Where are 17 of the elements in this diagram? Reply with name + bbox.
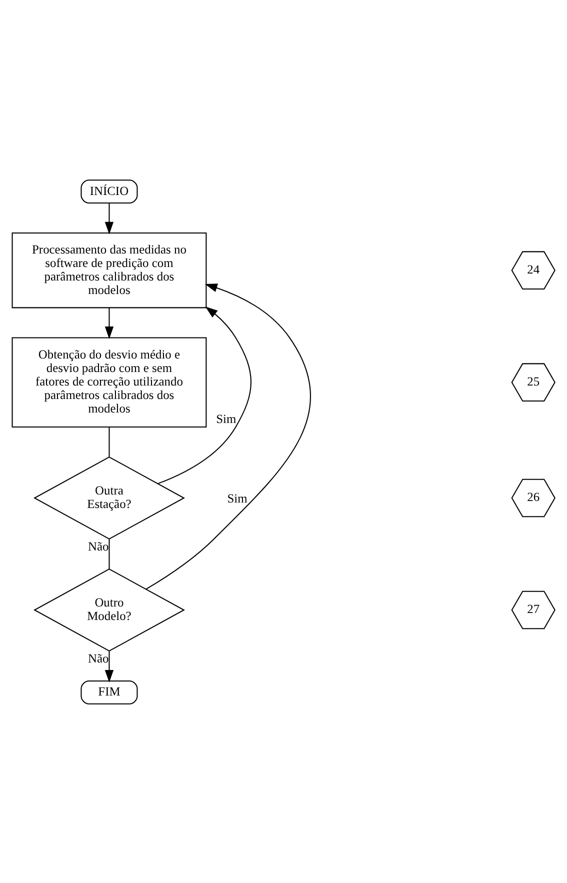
- connector: [108, 426, 110, 456]
- arrow: [146, 283, 311, 589]
- node-box: INÍCIO: [80, 179, 138, 203]
- arrow: [104, 650, 114, 682]
- node-box: Obtenção do desvio médio e desvio padrão com e sem fatores de correção utilizando parâmetros calibrados dos modelos: [12, 336, 207, 427]
- node-box: FIM: [80, 680, 138, 704]
- arrow: [158, 306, 252, 484]
- arrow: [104, 307, 114, 338]
- edge-label: Não: [88, 651, 109, 666]
- edge-label: Sim: [216, 412, 236, 426]
- node-diamond: Outra Estação?: [33, 456, 185, 540]
- arrow: [104, 202, 114, 234]
- node-box: Processamento das medidas no software de predição com parâmetros calibrados dos modelos: [12, 232, 207, 308]
- edge-label: Não: [88, 538, 109, 553]
- connector: [108, 538, 110, 568]
- node-diamond: Outro Modelo?: [33, 568, 185, 652]
- edge-label: Sim: [227, 490, 248, 505]
